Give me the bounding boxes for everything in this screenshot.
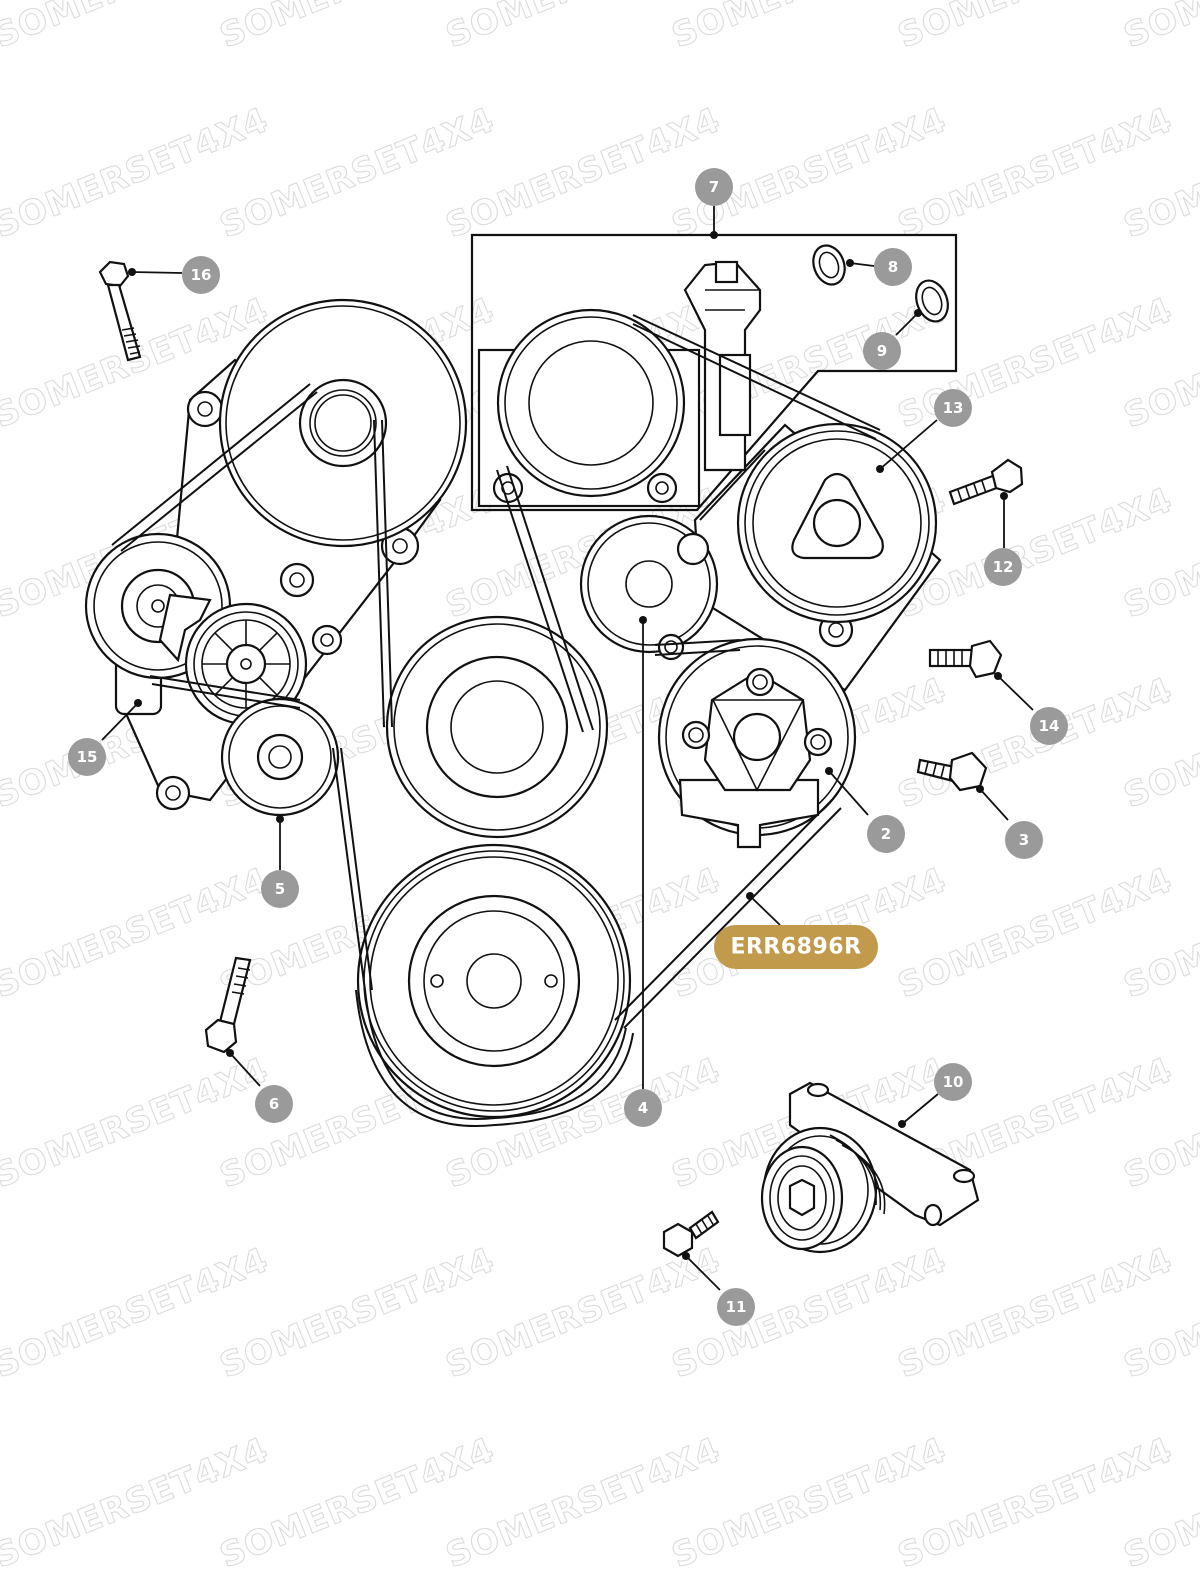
callout-circle xyxy=(874,248,912,286)
callout-8[interactable]: 8 xyxy=(846,248,912,286)
leader-dot xyxy=(128,268,136,276)
crankshaft-pulley xyxy=(356,843,632,1119)
callout-number: 15 xyxy=(77,748,98,766)
callout-number: 16 xyxy=(191,266,212,284)
leader-line xyxy=(749,895,781,926)
callout-circle xyxy=(984,548,1022,586)
callout-number: 6 xyxy=(269,1095,279,1113)
callout-2[interactable]: 2 xyxy=(825,767,905,853)
leader-dot xyxy=(914,309,922,317)
leader-dot xyxy=(746,892,754,900)
leader-dot xyxy=(898,1120,906,1128)
leader-line xyxy=(895,312,919,336)
bolt-14 xyxy=(928,639,1003,679)
callout-circle xyxy=(1005,821,1043,859)
center-pulley xyxy=(385,615,609,839)
leader-line xyxy=(901,1093,939,1125)
part-number-badge xyxy=(714,925,878,969)
leader-dot xyxy=(710,231,718,239)
callout-circle xyxy=(261,870,299,908)
callout-5[interactable]: 5 xyxy=(261,815,299,908)
callout-circle xyxy=(934,1063,972,1101)
callout-16[interactable]: 16 xyxy=(128,256,220,294)
callout-circle xyxy=(68,738,106,776)
alternator-pulley xyxy=(218,298,468,548)
callout-10[interactable]: 10 xyxy=(898,1063,972,1128)
pulley-spoke xyxy=(214,632,233,651)
leader-dot xyxy=(682,1252,690,1260)
leader-dot xyxy=(825,767,833,775)
part-number-callout[interactable]: ERR6896R xyxy=(714,892,878,969)
idler-pulley-13 xyxy=(736,422,938,624)
callout-number: 12 xyxy=(993,558,1014,576)
callout-12[interactable]: 12 xyxy=(984,492,1022,586)
callout-number: 11 xyxy=(726,1298,747,1316)
water-pump-pulley xyxy=(657,637,857,849)
callout-layer: ERR6896R 2 3 4 5 6 7 8 9 10 11 12 13 14 15 16 xyxy=(68,168,1068,1326)
pulley-spoke xyxy=(259,677,278,696)
tensioner-10 xyxy=(760,1081,980,1254)
callout-circle xyxy=(934,389,972,427)
callout-circle xyxy=(182,256,220,294)
callout-3[interactable]: 3 xyxy=(976,785,1043,859)
bolt-16 xyxy=(98,260,142,362)
leader-line xyxy=(828,770,869,816)
leader-dot xyxy=(134,699,142,707)
leader-line xyxy=(229,1052,261,1087)
callout-number: 4 xyxy=(638,1099,648,1117)
callout-4[interactable]: 4 xyxy=(624,616,662,1127)
callout-11[interactable]: 11 xyxy=(682,1252,755,1326)
callout-number: 9 xyxy=(877,342,887,360)
leader-dot xyxy=(276,815,284,823)
callout-14[interactable]: 14 xyxy=(994,672,1068,745)
leader-dot xyxy=(1000,492,1008,500)
leader-line xyxy=(879,419,938,470)
watermark-text: SOMERSET4X4 xyxy=(1118,0,1200,56)
callout-circle xyxy=(863,332,901,370)
leader-dot xyxy=(226,1049,234,1057)
leader-line xyxy=(997,675,1034,711)
bolt-6 xyxy=(204,956,252,1054)
callout-circle xyxy=(717,1288,755,1326)
part-number-label: ERR6896R xyxy=(730,935,861,960)
serpentine-belt xyxy=(111,314,881,1127)
callout-number: 10 xyxy=(943,1073,964,1091)
leader-line xyxy=(979,788,1009,821)
leader-line xyxy=(685,1255,721,1291)
callout-number: 3 xyxy=(1019,831,1029,849)
callout-9[interactable]: 9 xyxy=(863,309,922,370)
leader-line xyxy=(849,262,875,267)
bolt-12 xyxy=(948,458,1024,506)
callout-number: 14 xyxy=(1039,717,1060,735)
callout-13[interactable]: 13 xyxy=(876,389,972,473)
callout-number: 7 xyxy=(709,178,719,196)
leader-dot xyxy=(994,672,1002,680)
callout-circle xyxy=(624,1089,662,1127)
callout-15[interactable]: 15 xyxy=(68,699,142,776)
pulley-spoke xyxy=(214,677,233,696)
callout-number: 2 xyxy=(881,825,891,843)
bolt-3 xyxy=(916,751,988,792)
bolt-11 xyxy=(662,1210,720,1258)
leader-dot xyxy=(639,616,647,624)
leader-line xyxy=(101,702,139,741)
leader-dot xyxy=(846,259,854,267)
callout-circle xyxy=(867,815,905,853)
pulley-spoke xyxy=(259,632,278,651)
callout-circle xyxy=(1030,707,1068,745)
callout-6[interactable]: 6 xyxy=(226,1049,293,1123)
leader-dot xyxy=(976,785,984,793)
idler-pulley-5 xyxy=(220,697,340,817)
idler-pulley-4 xyxy=(579,514,719,661)
callout-circle xyxy=(695,168,733,206)
callout-number: 5 xyxy=(275,880,285,898)
callout-number: 13 xyxy=(943,399,964,417)
callout-7[interactable]: 7 xyxy=(695,168,733,239)
callout-number: 8 xyxy=(888,258,898,276)
leader-line xyxy=(131,271,183,274)
callout-circle xyxy=(255,1085,293,1123)
leader-dot xyxy=(876,465,884,473)
